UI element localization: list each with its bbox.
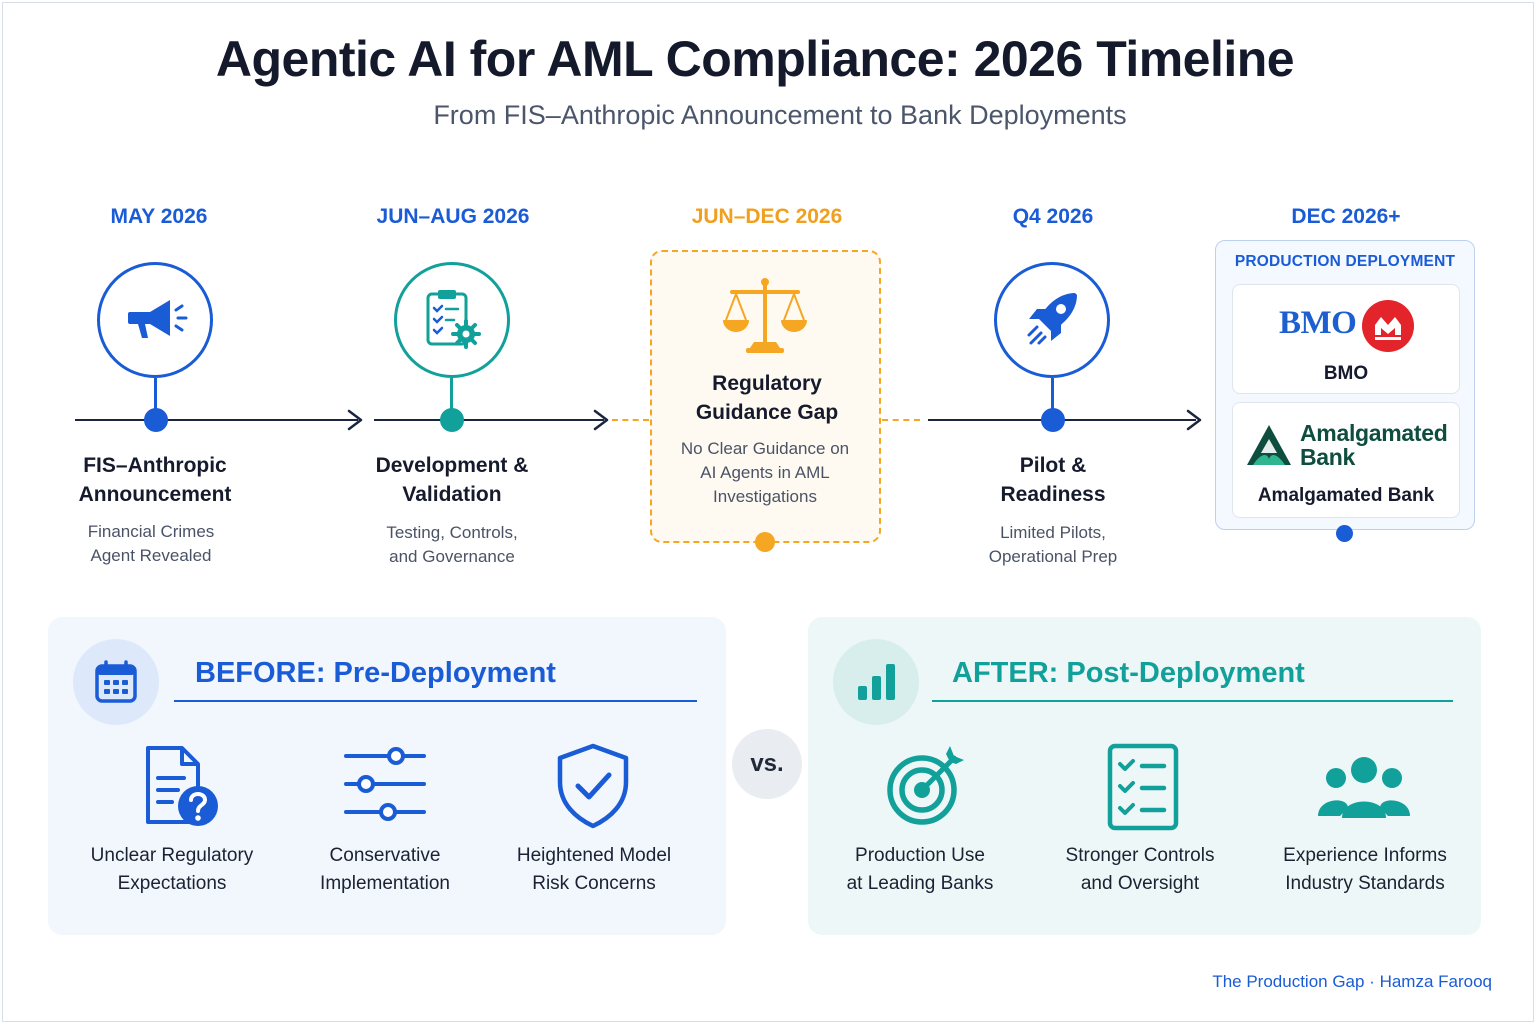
step-1-dot: [144, 408, 168, 432]
sliders-icon: [344, 747, 426, 821]
after-panel-title: AFTER: Post-Deployment: [952, 657, 1305, 689]
step-1-date: MAY 2026: [110, 205, 208, 228]
amalgamated-logo-icon: [1247, 425, 1291, 465]
step-4-icon-circle: [994, 262, 1110, 378]
timeline-segment-2: [374, 419, 604, 421]
step-4-stem: [1051, 378, 1054, 412]
bmo-roundel-icon: [1362, 300, 1414, 352]
checklist-icon: [1107, 743, 1179, 831]
timeline-arrow-1: [347, 409, 363, 431]
step-4-title: Pilot & Readiness: [1000, 454, 1106, 506]
step-3-date: JUN–DEC 2026: [691, 205, 843, 228]
guidance-gap-box: Regulatory Guidance Gap No Clear Guidanc…: [650, 250, 881, 543]
bank-name-amalgamated: Amalgamated Bank: [1257, 485, 1435, 506]
after-item-3-label: Experience Informs Industry Standards: [1283, 845, 1447, 894]
before-item-2-label: Conservative Implementation: [320, 845, 450, 894]
step-4-date: Q4 2026: [1012, 205, 1094, 228]
bar-chart-icon: [858, 664, 895, 700]
vs-badge: vs.: [732, 729, 802, 799]
megaphone-icon: [128, 300, 188, 338]
step-4-description: Limited Pilots, Operational Prep: [988, 523, 1118, 566]
step-4-dot: [1041, 408, 1065, 432]
timeline-dash-left: [612, 419, 649, 421]
step-3-description: No Clear Guidance on AI Agents in AML In…: [680, 439, 850, 506]
after-panel-icon-circle: [833, 639, 919, 725]
before-panel-title: BEFORE: Pre-Deployment: [195, 657, 556, 689]
step-1-stem: [154, 378, 157, 412]
bank-name-bmo: BMO: [1323, 363, 1369, 384]
bank-card-amalgamated: Amalgamated Bank Amalgamated Bank: [1232, 402, 1460, 518]
timeline-arrow-2: [593, 409, 609, 431]
step-2-icon-circle: [394, 262, 510, 378]
document-question-icon: [146, 746, 218, 826]
step-2-title: Development & Validation: [375, 454, 529, 506]
before-item-3-label: Heightened Model Risk Concerns: [516, 845, 672, 894]
target-icon: [887, 746, 964, 825]
production-deployment-heading: PRODUCTION DEPLOYMENT: [1234, 253, 1456, 270]
step-2-date: JUN–AUG 2026: [376, 205, 530, 228]
step-5-date: DEC 2026+: [1291, 205, 1401, 228]
bmo-wordmark: BMO: [1279, 305, 1357, 341]
before-panel: BEFORE: Pre-Deployment Unclear Regulator…: [48, 617, 726, 935]
scales-icon: [723, 278, 807, 353]
after-item-2-label: Stronger Controls and Oversight: [1065, 845, 1215, 894]
footer-credit: The Production Gap · Hamza Farooq: [1212, 972, 1492, 991]
after-panel-rule: [932, 700, 1453, 702]
amalgamated-wordmark: Amalgamated Bank: [1300, 420, 1448, 470]
before-item-1-label: Unclear Regulatory Expectations: [90, 845, 254, 894]
bank-card-bmo: BMO BMO: [1232, 284, 1460, 394]
after-item-1-label: Production Use at Leading Banks: [846, 845, 994, 894]
step-1-description: Financial Crimes Agent Revealed: [87, 522, 215, 565]
step-1-title: FIS–Anthropic Announcement: [78, 454, 232, 506]
timeline-dash-right: [882, 419, 920, 421]
step-3-dot: [755, 532, 775, 552]
before-panel-rule: [174, 700, 697, 702]
shield-check-icon: [557, 743, 629, 829]
step-1-icon-circle: [97, 262, 213, 378]
rocket-icon: [1027, 293, 1077, 345]
step-5-dot: [1336, 525, 1353, 542]
before-panel-icon-circle: [73, 639, 159, 725]
after-panel: AFTER: Post-Deployment Production Use at…: [808, 617, 1481, 935]
step-2-stem: [450, 378, 453, 412]
page-title: Agentic AI for AML Compliance: 2026 Time…: [215, 31, 1295, 87]
timeline-arrow-3: [1186, 409, 1202, 431]
calendar-icon: [95, 660, 137, 703]
production-deployment-box: PRODUCTION DEPLOYMENT BMO BMO Amalgamate…: [1215, 240, 1475, 530]
step-3-title: Regulatory Guidance Gap: [695, 372, 839, 424]
page-subtitle: From FIS–Anthropic Announcement to Bank …: [433, 100, 1127, 130]
step-2-description: Testing, Controls, and Governance: [386, 523, 518, 566]
step-2-dot: [440, 408, 464, 432]
people-icon: [1318, 757, 1410, 818]
clipboard-gear-icon: [426, 290, 481, 349]
timeline-segment-1: [75, 419, 358, 421]
